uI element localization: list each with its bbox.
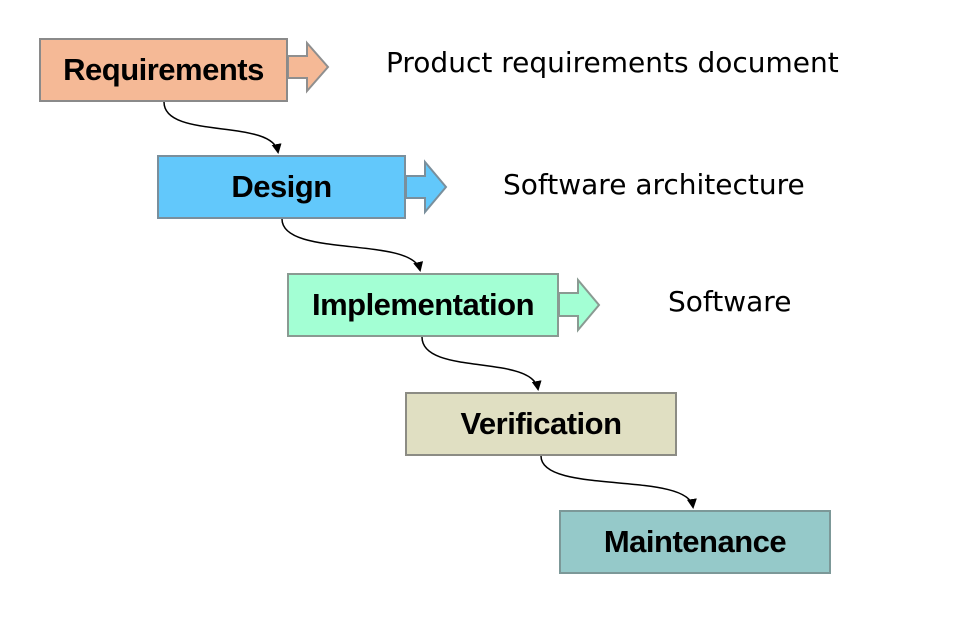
output-arrow-implementation	[558, 277, 601, 333]
phase-maintenance: Maintenance	[559, 510, 831, 574]
phase-design: Design	[157, 155, 406, 219]
connector-verification-maintenance	[540, 455, 697, 509]
output-arrow-requirements	[287, 40, 330, 94]
connector-implementation-verification	[421, 336, 542, 391]
phase-verification: Verification	[405, 392, 677, 456]
connector-design-implementation	[281, 218, 424, 272]
output-arrow-design	[405, 159, 448, 215]
output-label-requirements: Product requirements document	[386, 46, 839, 79]
connector-requirements-design	[163, 101, 282, 154]
output-label-implementation: Software	[668, 285, 792, 318]
phase-requirements: Requirements	[39, 38, 288, 102]
output-label-design: Software architecture	[503, 168, 805, 201]
phase-implementation: Implementation	[287, 273, 559, 337]
